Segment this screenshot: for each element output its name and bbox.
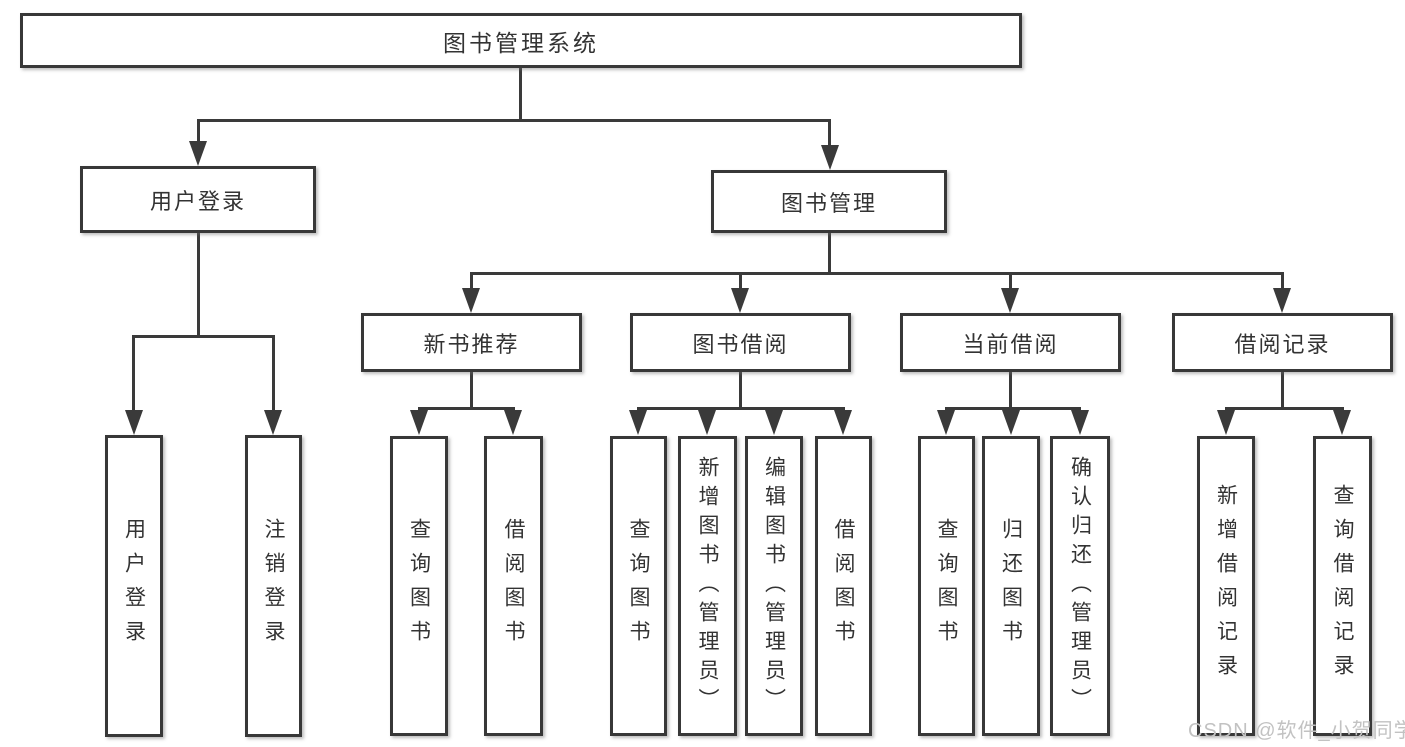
- leaf-confirm-return-admin: 确认归还（管理员）: [1050, 436, 1110, 736]
- node-current-borrow-label: 当前借阅: [962, 331, 1059, 357]
- arrowhead-c2: [698, 410, 716, 435]
- arrowhead-b2: [504, 410, 522, 435]
- connector-borrow-records-stub: [1281, 372, 1284, 410]
- arrowhead-e2: [1333, 410, 1351, 435]
- node-new-book-recommend-label: 新书推荐: [423, 331, 520, 357]
- leaf-add-books-admin-label: 新增图书（管理员）: [696, 455, 719, 717]
- node-user-login: 用户登录: [80, 166, 316, 233]
- leaf-edit-books-admin: 编辑图书（管理员）: [745, 436, 803, 736]
- connector-new-book-split: [418, 407, 515, 410]
- connector-to-user-login: [197, 119, 200, 143]
- connector-borrow-records-split: [1225, 407, 1344, 410]
- connector-to-leaf-logout: [272, 335, 275, 410]
- arrowhead-book-borrow: [731, 288, 749, 313]
- leaf-query-books-recommend: 查询图书: [390, 436, 448, 736]
- leaf-user-login-label: 用户登录: [122, 518, 146, 654]
- connector-current-borrow-stub: [1009, 372, 1012, 410]
- node-book-borrow-label: 图书借阅: [692, 331, 789, 357]
- leaf-query-borrow-record: 查询借阅记录: [1313, 436, 1372, 736]
- arrowhead-e1: [1217, 410, 1235, 435]
- connector-root-stub: [519, 68, 522, 119]
- arrowhead-leaf-logout: [264, 410, 282, 435]
- arrowhead-c3: [765, 410, 783, 435]
- arrowhead-current-borrow: [1001, 288, 1019, 313]
- leaf-logout: 注销登录: [245, 435, 302, 737]
- connector-user-login-stub: [197, 233, 200, 338]
- connector-current-borrow-split: [945, 407, 1081, 410]
- node-library-system: 图书管理系统: [20, 13, 1022, 68]
- connector-user-login-split: [132, 335, 275, 338]
- connector-to-book-borrow: [739, 272, 742, 289]
- leaf-query-books-current: 查询图书: [918, 436, 975, 736]
- arrowhead-new-book: [462, 288, 480, 313]
- leaf-add-books-admin: 新增图书（管理员）: [678, 436, 737, 736]
- arrowhead-b1: [410, 410, 428, 435]
- connector-to-book-management: [828, 119, 831, 147]
- node-current-borrow: 当前借阅: [900, 313, 1121, 372]
- arrowhead-c4: [834, 410, 852, 435]
- node-library-system-label: 图书管理系统: [443, 29, 599, 56]
- node-new-book-recommend: 新书推荐: [361, 313, 582, 372]
- leaf-query-books-recommend-label: 查询图书: [407, 518, 431, 654]
- arrowhead-leaf-login: [125, 410, 143, 435]
- connector-book-borrow-stub: [739, 372, 742, 410]
- leaf-borrow-books-recommend: 借阅图书: [484, 436, 543, 736]
- leaf-query-books-borrow: 查询图书: [610, 436, 667, 736]
- leaf-query-books-borrow-label: 查询图书: [627, 518, 650, 654]
- arrowhead-book-management: [821, 145, 839, 170]
- leaf-return-books-label: 归还图书: [999, 518, 1023, 654]
- arrowhead-d2: [1002, 410, 1020, 435]
- leaf-return-books: 归还图书: [982, 436, 1040, 736]
- arrowhead-borrow-records: [1273, 288, 1291, 313]
- leaf-borrow-books-label: 借阅图书: [832, 518, 855, 654]
- connector-book-borrow-split: [637, 407, 845, 410]
- connector-to-new-book: [470, 272, 473, 289]
- node-book-borrow: 图书借阅: [630, 313, 851, 372]
- connector-to-current-borrow: [1009, 272, 1012, 289]
- arrowhead-d1: [937, 410, 955, 435]
- leaf-add-borrow-record: 新增借阅记录: [1197, 436, 1255, 736]
- node-borrow-records: 借阅记录: [1172, 313, 1393, 372]
- node-book-management: 图书管理: [711, 170, 947, 233]
- arrowhead-c1: [629, 410, 647, 435]
- node-book-management-label: 图书管理: [780, 190, 877, 216]
- leaf-add-borrow-record-label: 新增借阅记录: [1214, 484, 1238, 688]
- connector-to-leaf-login: [132, 335, 135, 410]
- node-borrow-records-label: 借阅记录: [1234, 331, 1331, 357]
- leaf-edit-books-admin-label: 编辑图书（管理员）: [762, 455, 786, 717]
- connector-new-book-stub: [470, 372, 473, 410]
- leaf-query-books-current-label: 查询图书: [935, 518, 958, 654]
- node-user-login-label: 用户登录: [149, 188, 246, 214]
- leaf-logout-label: 注销登录: [262, 518, 285, 654]
- connector-level2-split: [197, 119, 831, 122]
- leaf-borrow-books: 借阅图书: [815, 436, 872, 736]
- leaf-query-borrow-record-label: 查询借阅记录: [1331, 484, 1354, 688]
- leaf-user-login: 用户登录: [105, 435, 163, 737]
- leaf-borrow-books-recommend-label: 借阅图书: [502, 518, 525, 654]
- arrowhead-d3: [1071, 410, 1089, 435]
- connector-level3-split: [470, 272, 1283, 275]
- connector-to-borrow-records: [1281, 272, 1284, 289]
- arrowhead-user-login: [189, 141, 207, 166]
- leaf-confirm-return-admin-label: 确认归还（管理员）: [1068, 455, 1092, 717]
- connector-book-mgmt-stub: [828, 233, 831, 275]
